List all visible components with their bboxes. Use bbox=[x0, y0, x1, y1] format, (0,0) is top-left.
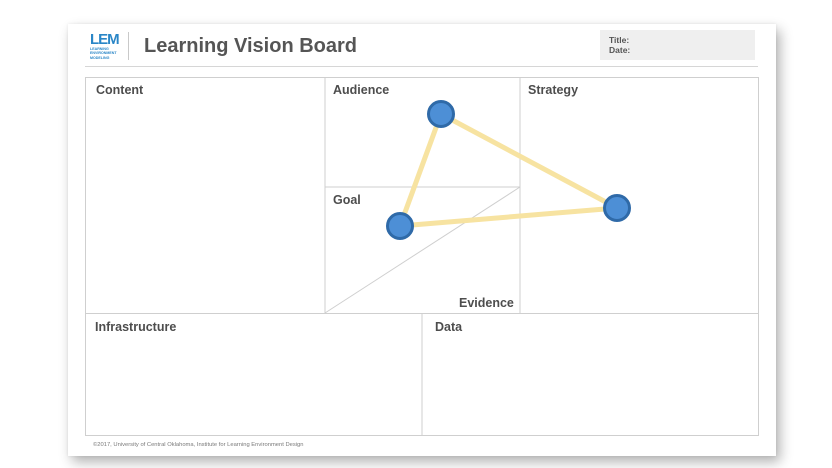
connector-goal-strategy bbox=[397, 205, 620, 229]
cell-label-audience: Audience bbox=[333, 83, 390, 97]
cell-label-strategy: Strategy bbox=[528, 83, 579, 97]
node-goal[interactable] bbox=[386, 212, 414, 240]
connector-audience-strategy bbox=[438, 111, 620, 211]
header-divider bbox=[128, 32, 129, 60]
divider-goal-evidence bbox=[324, 186, 521, 314]
logo-subtitle: Learning Environment Modeling bbox=[90, 47, 117, 60]
date-field-label: Date: bbox=[609, 45, 631, 55]
title-date-box[interactable]: Title: Date: bbox=[600, 30, 755, 60]
cell-label-goal: Goal bbox=[333, 193, 361, 207]
footer-copyright: ©2017, University of Central Oklahoma, I… bbox=[93, 442, 304, 448]
cell-label-infrastructure: Infrastructure bbox=[95, 320, 177, 334]
node-strategy[interactable] bbox=[603, 194, 631, 222]
board-frame bbox=[85, 77, 759, 436]
logo-mark: LEM bbox=[90, 31, 120, 48]
cell-label-evidence: Evidence bbox=[459, 296, 514, 310]
connector-audience-goal bbox=[397, 111, 444, 229]
header-rule bbox=[85, 66, 758, 67]
page-title: Learning Vision Board bbox=[144, 35, 357, 57]
logo: LEM Learning Environment Modeling bbox=[90, 32, 120, 62]
title-field-label: Title: bbox=[609, 35, 630, 45]
cell-label-data: Data bbox=[435, 320, 463, 334]
node-audience[interactable] bbox=[427, 100, 455, 128]
cell-label-content: Content bbox=[96, 83, 144, 97]
